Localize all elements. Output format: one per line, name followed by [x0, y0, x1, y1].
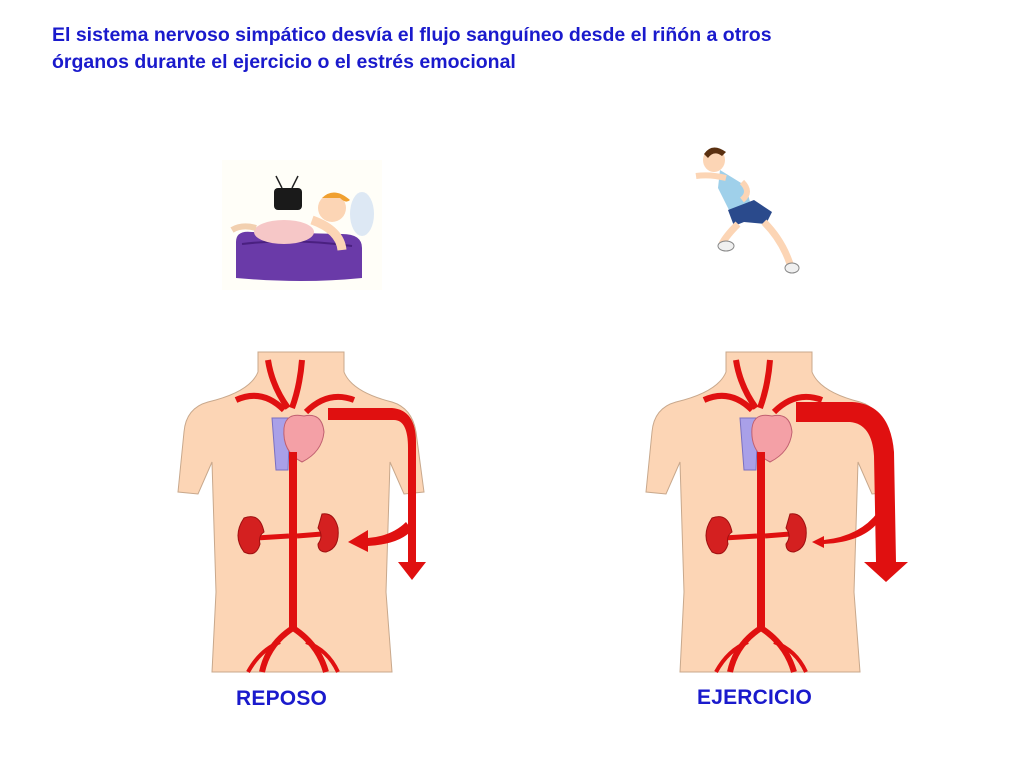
page-title: El sistema nervoso simpático desvía el f…	[52, 22, 952, 76]
title-line-1: El sistema nervoso simpático desvía el f…	[52, 24, 772, 46]
torso-diagram-rest	[177, 351, 426, 673]
flow-arrow-exercise	[796, 402, 908, 582]
kidney-flow-arrow-rest	[348, 522, 412, 552]
kidney-left	[237, 516, 265, 555]
kidney-left	[705, 516, 733, 555]
panel-label-exercise: EJERCICIO	[697, 686, 812, 709]
torso-silhouette	[645, 351, 893, 673]
running-person-illustration	[695, 147, 800, 274]
flow-arrow-rest	[328, 408, 426, 580]
kidney-flow-arrow-exercise	[812, 512, 880, 548]
torso-silhouette	[177, 351, 425, 673]
kidney-right	[317, 513, 339, 553]
resting-person-illustration	[222, 160, 382, 290]
kidney-right	[785, 513, 807, 553]
panel-label-rest: REPOSO	[236, 687, 328, 710]
title-line-2: órganos durante el ejercicio o el estrés…	[52, 51, 516, 73]
torso-diagram-exercise	[645, 351, 908, 673]
